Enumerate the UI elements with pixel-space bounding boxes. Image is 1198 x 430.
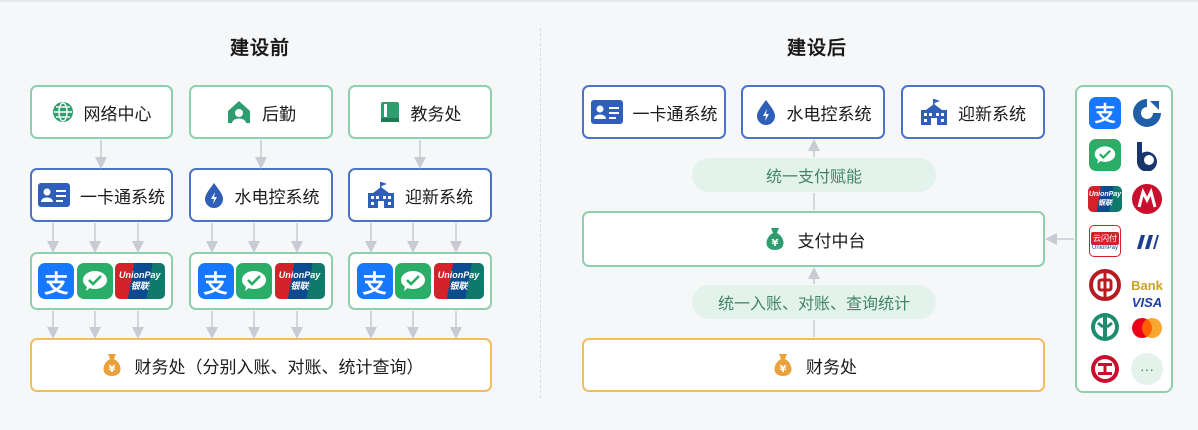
box-utility-system: 水电控系统 (189, 168, 333, 222)
box-label: 财务处（分别入账、对账、统计查询） (134, 357, 424, 377)
wechat-pay-icon (236, 263, 272, 299)
box-welcome-system-after: 迎新系统 (901, 85, 1045, 139)
water-drop-icon (756, 100, 775, 125)
box-welcome-system: 迎新系统 (348, 168, 492, 222)
mastercard-icon (1129, 313, 1165, 343)
visa-icon: VISA (1131, 294, 1163, 310)
icbc-bank-icon (1087, 351, 1123, 387)
before-title: 建设前 (230, 38, 291, 59)
box-label: 迎新系统 (405, 187, 473, 207)
school-building-icon (921, 99, 947, 125)
house-icon (228, 101, 250, 123)
box-label: 水电控系统 (234, 187, 320, 207)
agricultural-bank-icon (1087, 309, 1123, 345)
svg-text:¥: ¥ (771, 238, 778, 249)
box-finance-after: ¥ 财务处 (582, 338, 1045, 392)
alipay-icon: 支 (1087, 95, 1123, 131)
box-label: 支付中台 (797, 231, 866, 251)
box-network-center: 网络中心 (30, 85, 173, 139)
box-label: 水电控系统 (786, 104, 872, 124)
after-title: 建设后 (787, 38, 848, 59)
box-finance-before: ¥ 财务处（分别入账、对账、统计查询） (30, 338, 492, 392)
box-label: 财务处 (806, 357, 857, 377)
box-label: 迎新系统 (958, 104, 1026, 124)
water-drop-icon (204, 183, 223, 208)
svg-text:¥: ¥ (780, 364, 787, 375)
box-card-system: 一卡通系统 (30, 168, 173, 222)
money-bag-icon: ¥ (103, 354, 120, 376)
alipay-icon: 支 (197, 263, 234, 299)
bank-of-communications-icon (1129, 137, 1165, 173)
book-icon (380, 102, 399, 122)
box-label: 一卡通系统 (80, 187, 165, 207)
box-card-system-after: 一卡通系统 (582, 85, 726, 139)
pill-unified-payment: 统一支付赋能 (692, 158, 936, 192)
money-bag-icon: ¥ (766, 228, 783, 250)
id-card-icon (590, 100, 623, 124)
wechat-pay-icon (76, 263, 113, 299)
ccb-bank-icon (1129, 95, 1165, 131)
globe-icon (52, 102, 73, 122)
school-building-icon (368, 182, 394, 208)
wechat-pay-icon (395, 263, 431, 299)
section-divider (540, 28, 541, 398)
box-label: 一卡通系统 (632, 104, 718, 124)
svg-text:¥: ¥ (108, 364, 115, 375)
china-merchants-bank-icon (1129, 181, 1165, 217)
spdb-bank-icon (1129, 223, 1165, 259)
bank-of-china-icon (1087, 267, 1123, 303)
alipay-icon: 支 (38, 263, 75, 299)
pill-unified-accounting: 统一入账、对账、查询统计 (692, 285, 936, 319)
alipay-icon: 支 (356, 263, 393, 299)
money-bag-icon: ¥ (774, 354, 792, 376)
box-label: 网络中心 (83, 104, 152, 124)
wechat-pay-icon (1087, 137, 1123, 173)
box-logistics: 后勤 (189, 85, 333, 139)
bank-icon: Bank (1131, 277, 1163, 293)
box-academic-affairs: 教务处 (348, 85, 492, 139)
box-payment-platform: ¥ 支付中台 (582, 211, 1045, 267)
id-card-icon (38, 183, 70, 207)
box-utility-system-after: 水电控系统 (741, 85, 885, 139)
top-border (0, 0, 1198, 2)
box-label: 教务处 (410, 104, 462, 124)
more-icon: ··· (1129, 351, 1165, 387)
box-label: 后勤 (262, 104, 296, 124)
